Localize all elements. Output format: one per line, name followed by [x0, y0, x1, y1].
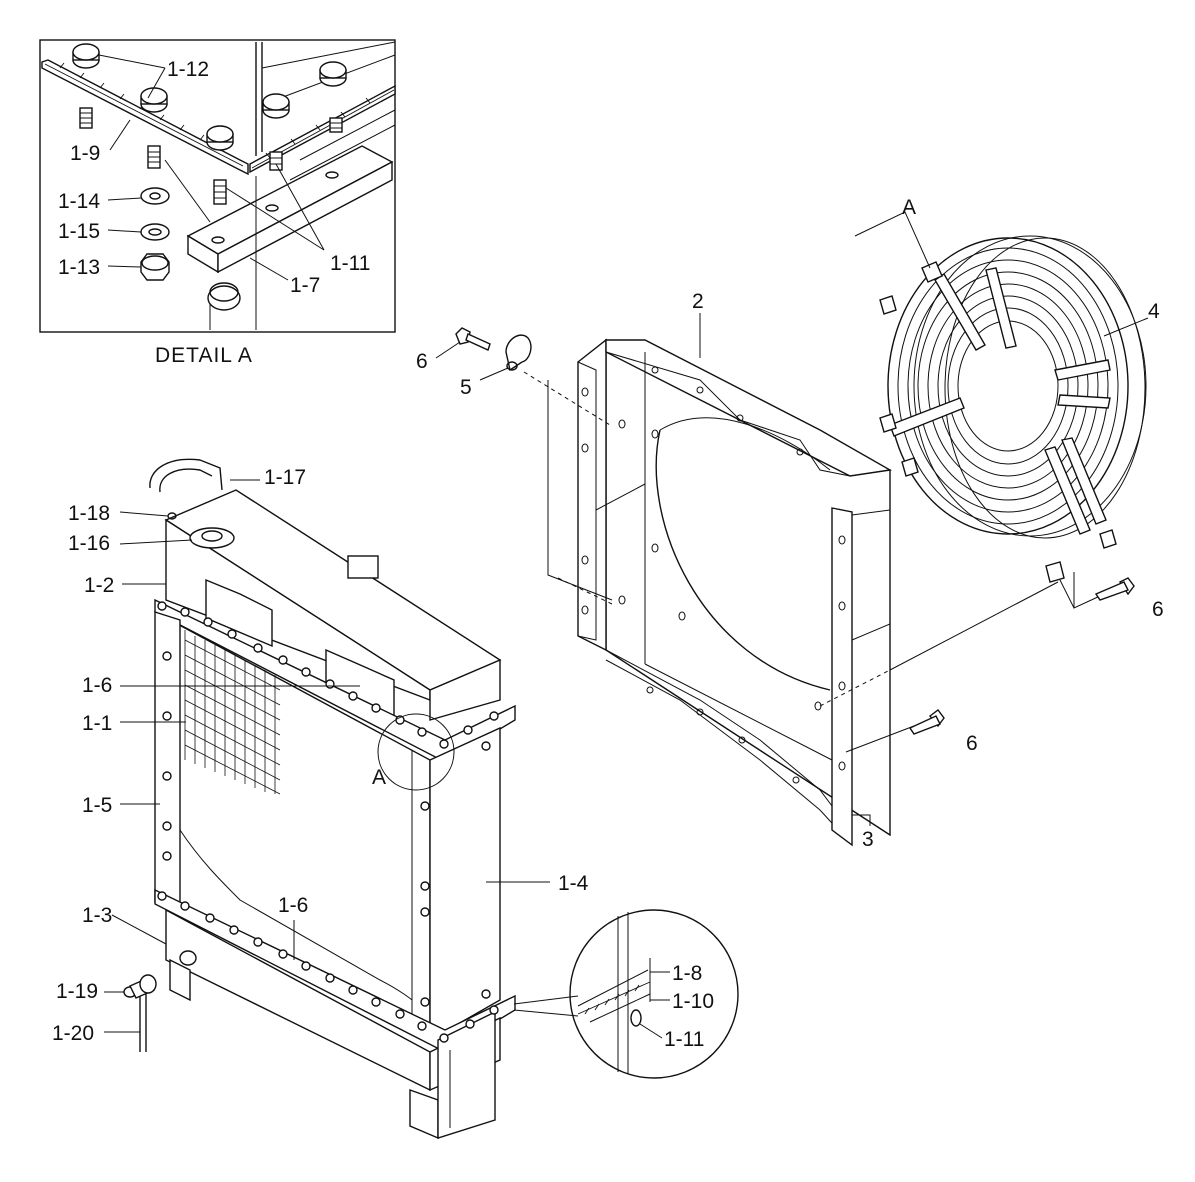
label-1-16: 1-16	[68, 532, 110, 555]
gasket-detail-circle	[569, 909, 739, 1079]
label-1-9: 1-9	[70, 142, 100, 165]
label-a-radiator: A	[372, 766, 386, 789]
label-1-5: 1-5	[82, 794, 112, 817]
label-1-1: 1-1	[82, 712, 112, 735]
label-1-6-top: 1-6	[82, 674, 112, 697]
label-1-11-circle: 1-11	[664, 1028, 704, 1051]
label-1-8: 1-8	[672, 962, 702, 985]
label-a-fan: A	[902, 196, 916, 219]
label-3: 3	[862, 828, 874, 851]
label-1-10: 1-10	[672, 990, 714, 1013]
fan-guard-part-4	[879, 235, 1147, 583]
label-1-11-detail: 1-11	[330, 252, 370, 275]
label-1-19: 1-19	[56, 980, 98, 1003]
part-labels: 1-12 1-9 1-14 1-15 1-13 1-11 1-7 A 4 2 6…	[52, 58, 1164, 1051]
drain-cock-part-1-19	[123, 974, 157, 1052]
label-1-15: 1-15	[58, 220, 100, 243]
label-6-mid: 6	[966, 732, 978, 755]
label-6-right: 6	[1152, 598, 1164, 621]
leader-lines	[104, 479, 579, 1033]
label-1-2: 1-2	[84, 574, 114, 597]
label-1-14: 1-14	[58, 190, 100, 213]
bolt-part-6	[455, 327, 1135, 735]
radiator-core	[149, 458, 516, 1140]
label-4: 4	[1148, 300, 1160, 323]
detail-a-caption: DETAIL A	[155, 344, 253, 367]
label-1-18: 1-18	[68, 502, 110, 525]
label-5: 5	[460, 376, 472, 399]
label-1-3: 1-3	[82, 904, 112, 927]
label-1-4: 1-4	[558, 872, 589, 895]
label-1-12: 1-12	[167, 58, 209, 81]
detail-a-inset	[39, 39, 396, 333]
label-2: 2	[692, 290, 704, 313]
label-1-7: 1-7	[290, 274, 320, 297]
clamp-part-5	[505, 334, 532, 372]
label-6-top: 6	[416, 350, 428, 373]
label-1-6-bottom: 1-6	[278, 894, 308, 917]
fan-shroud-part-2	[577, 338, 893, 847]
label-1-17: 1-17	[264, 466, 306, 489]
label-1-20: 1-20	[52, 1022, 94, 1045]
label-1-13: 1-13	[58, 256, 100, 279]
